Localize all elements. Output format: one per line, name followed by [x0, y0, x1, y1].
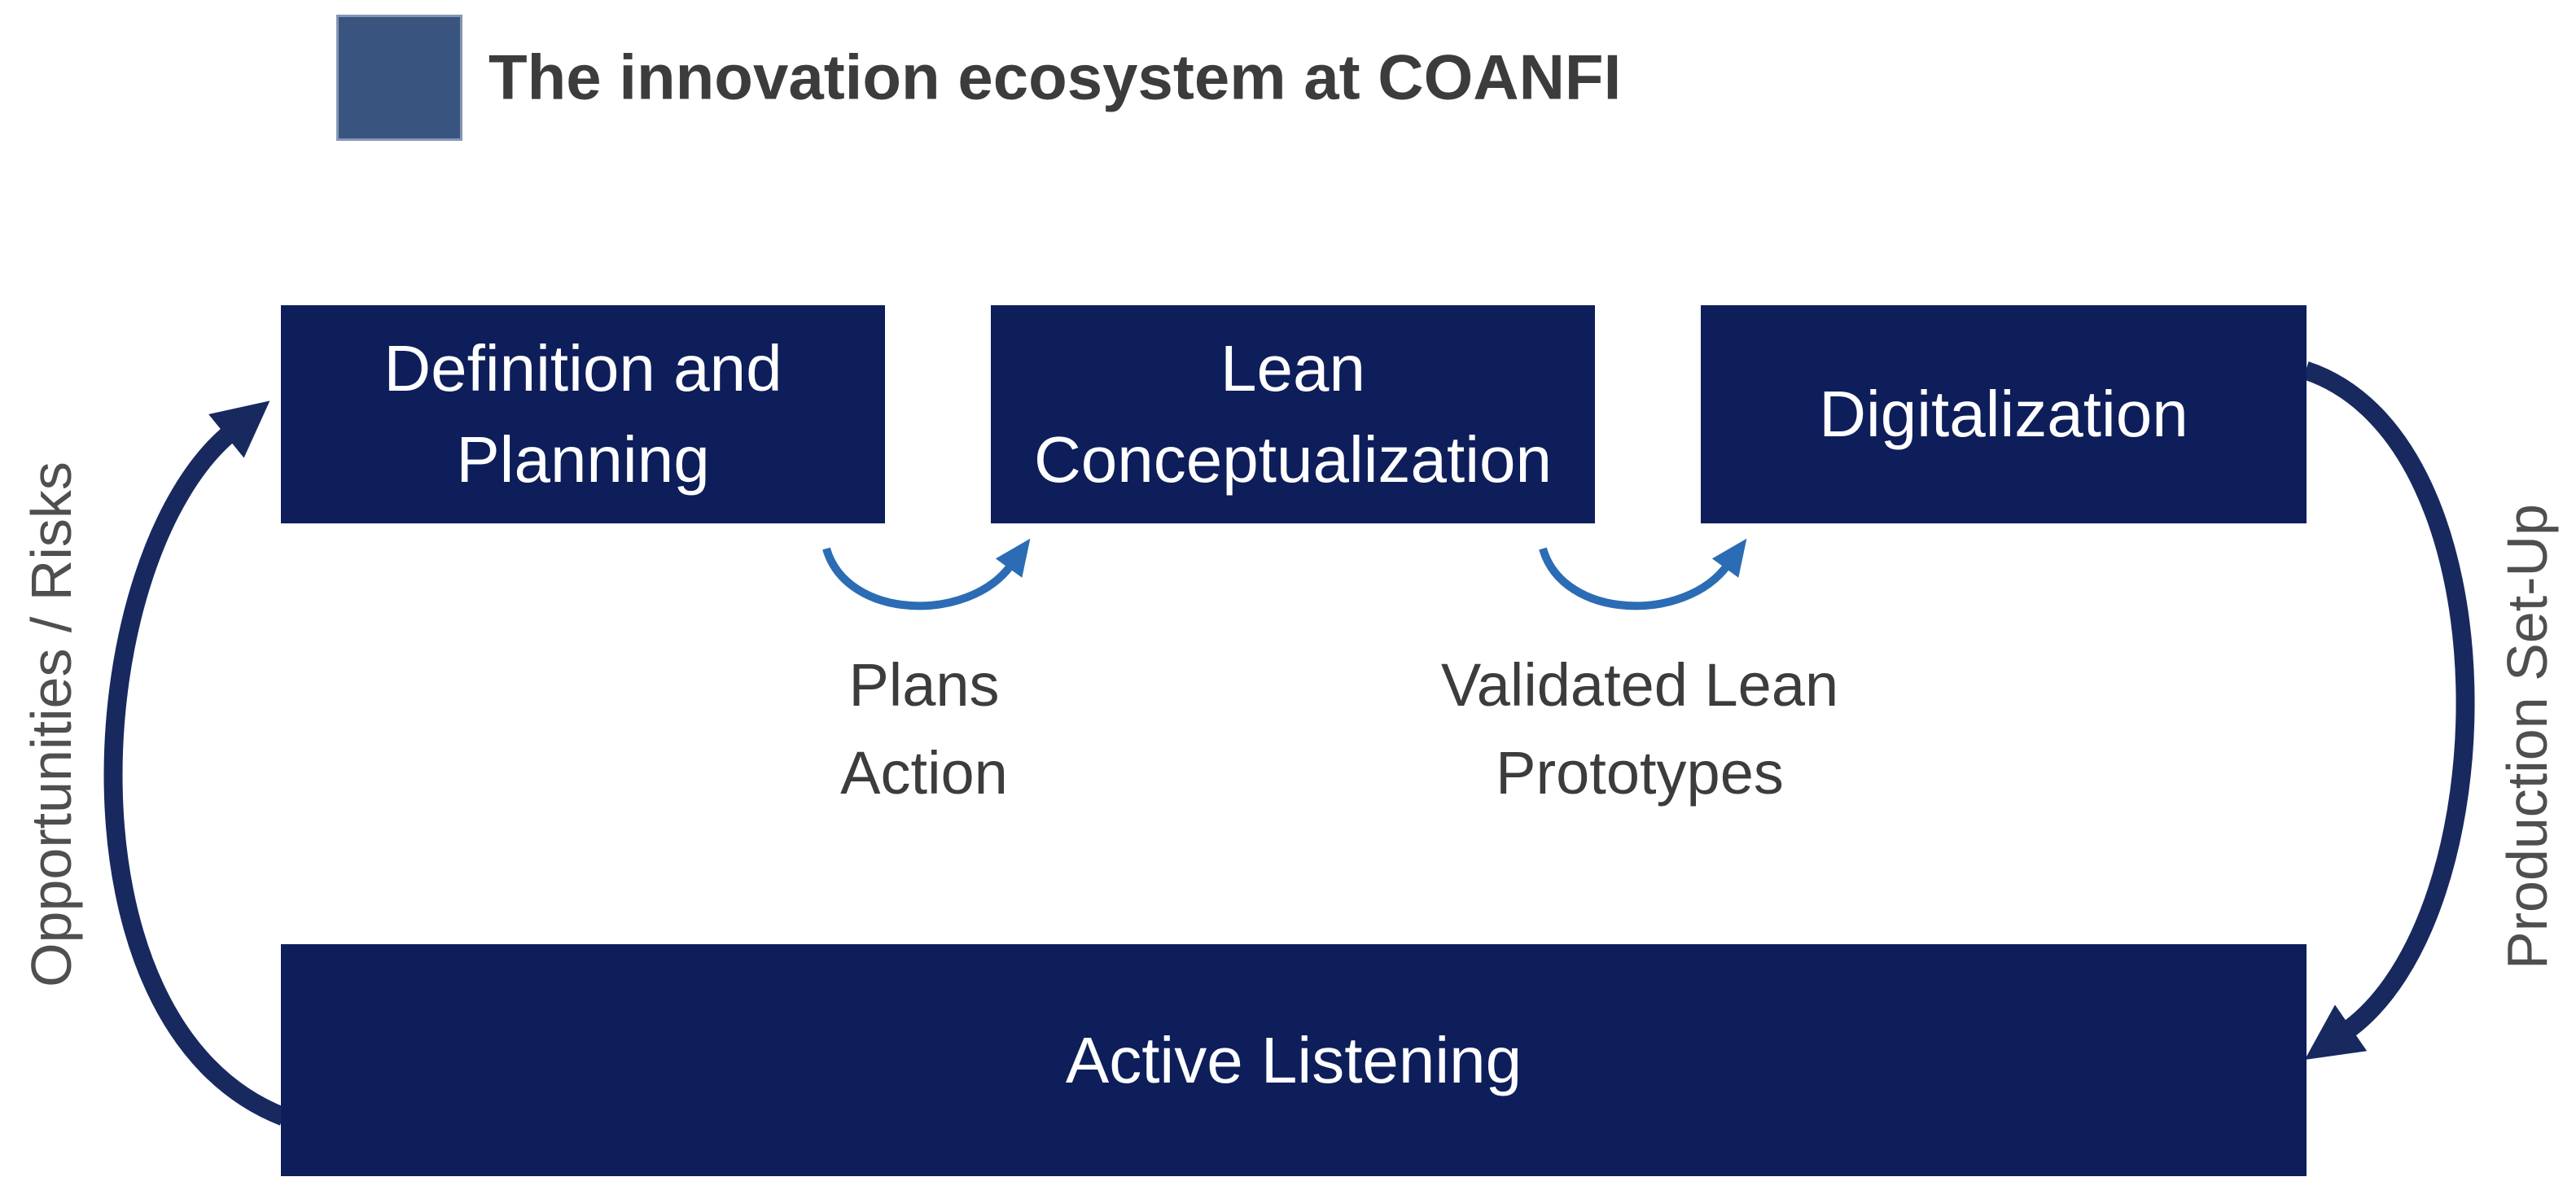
plans-action-curve-arrow-icon [822, 538, 1031, 610]
title-legend-square [336, 15, 462, 141]
stage-label-line: Planning [456, 423, 710, 496]
flow-label-line: Plans [848, 651, 1000, 719]
stage-box-definition-and-planning: Definition and Planning [281, 305, 885, 523]
side-label-opportunities-risks: Opportunities / Risks [20, 462, 83, 987]
page-title: The innovation ecosystem at COANFI [488, 41, 1622, 113]
stage-label-line: Conceptualization [1034, 423, 1552, 496]
stage-label-line: Lean [1220, 332, 1365, 405]
flow-label-line: Action [840, 739, 1008, 807]
base-box-label: Active Listening [1065, 1023, 1522, 1096]
flow-label-line: Validated Lean [1440, 651, 1839, 719]
flow-label-line: Prototypes [1496, 739, 1784, 807]
left-cycle-arrow-icon [103, 400, 287, 1126]
flow-label-validated-lean-prototypes: Validated Lean Prototypes [1441, 641, 1838, 817]
side-label-production-set-up: Production Set-Up [2495, 504, 2559, 969]
stage-box-digitalization: Digitalization [1701, 305, 2307, 523]
stage-label-line: Digitalization [1819, 378, 2188, 450]
stage-box-lean-conceptualization: Lean Conceptualization [991, 305, 1595, 523]
validated-prototypes-curve-arrow-icon [1539, 538, 1747, 610]
right-cycle-arrow-icon [2302, 361, 2475, 1061]
flow-label-plans-action: Plans Action [840, 641, 1008, 817]
stage-label-line: Definition and [383, 332, 782, 405]
base-box-active-listening: Active Listening [281, 944, 2307, 1176]
